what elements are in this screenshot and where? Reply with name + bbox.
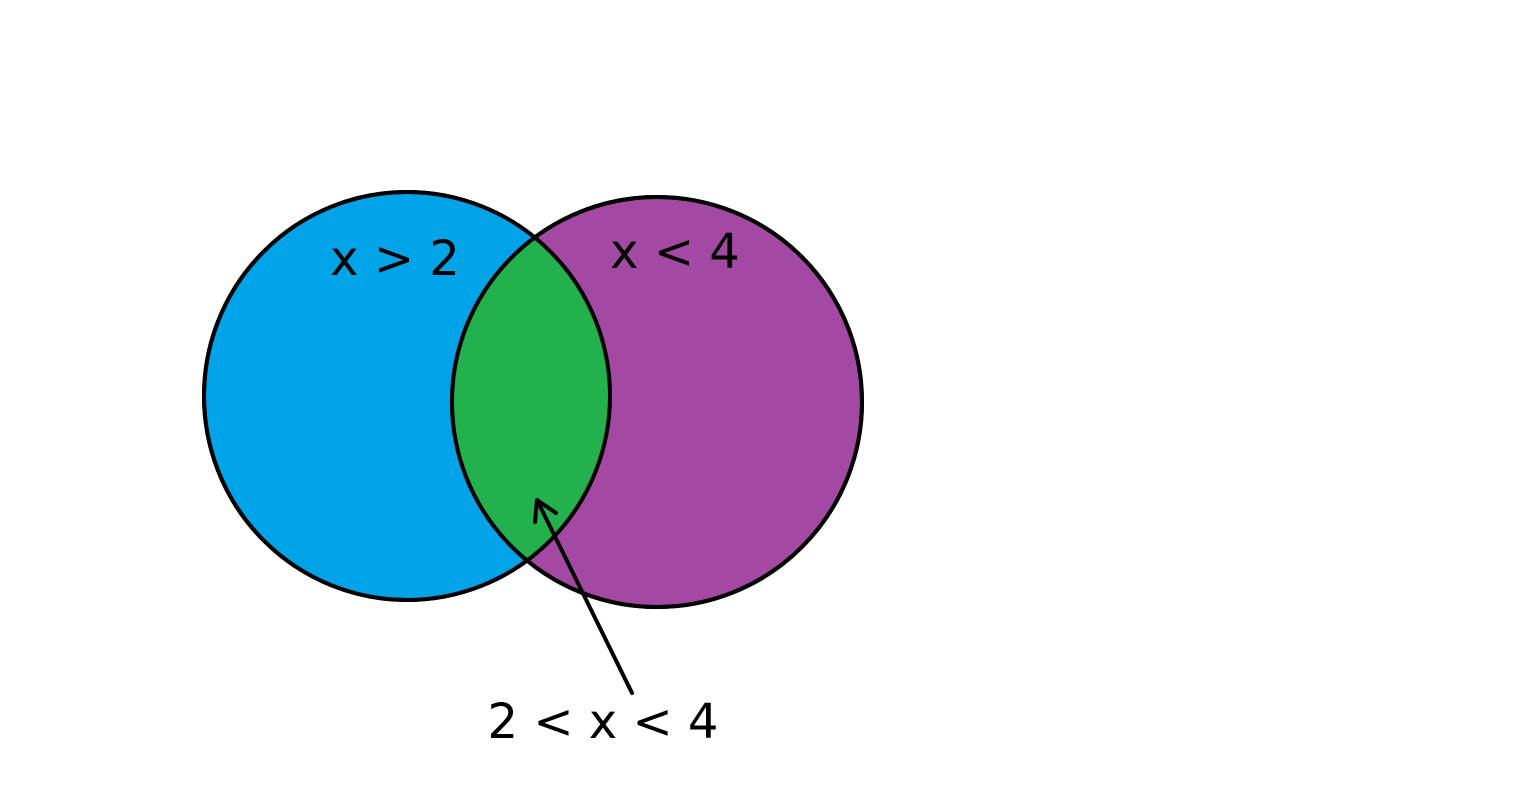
right-set-label: x < 4 <box>610 224 740 280</box>
left-set-label: x > 2 <box>330 231 460 287</box>
intersection-region <box>452 197 610 600</box>
intersection-arrow <box>533 498 634 695</box>
right-set-outline <box>450 195 864 609</box>
left-set-outline <box>202 190 612 602</box>
intersection-label: 2 < x < 4 <box>488 694 719 750</box>
